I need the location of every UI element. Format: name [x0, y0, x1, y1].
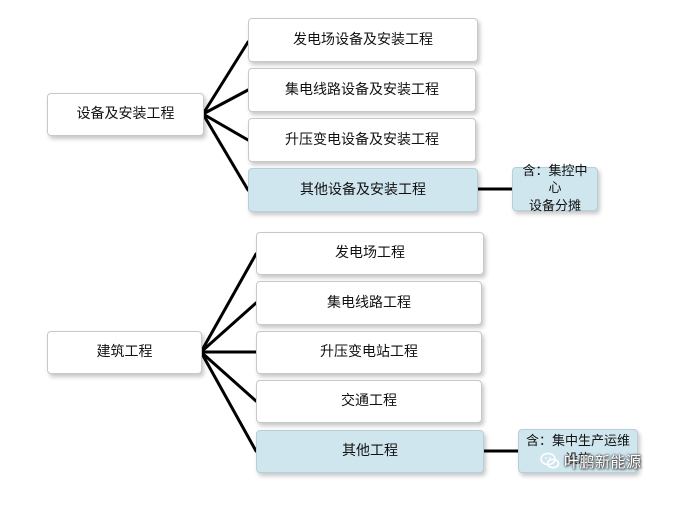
child-node-g1-1: 发电场设备及安装工程 — [248, 18, 478, 62]
note-line-2: 设施 — [564, 452, 591, 467]
connector-g1-child-4 — [201, 112, 250, 192]
child-node-label: 集电线路设备及安装工程 — [285, 81, 439, 98]
root-node-construction: 建筑工程 — [47, 331, 202, 374]
note-line-1: 含：集中生产运维 — [525, 434, 630, 450]
child-node-label: 集电线路工程 — [327, 294, 411, 311]
child-node-label: 交通工程 — [341, 393, 397, 410]
note-node-g1: 含：集控中心 设备分摊 — [512, 164, 598, 214]
root-node-label: 建筑工程 — [96, 344, 153, 361]
root-node-label: 设备及安装工程 — [76, 106, 175, 123]
note-line-2: 设备分摊 — [528, 198, 581, 214]
note-node-g2: 含：集中生产运维 设施 — [518, 429, 638, 473]
child-node-label: 发电场设备及安装工程 — [293, 31, 433, 48]
connector-g2-child-1 — [199, 252, 258, 354]
child-node-label: 发电场工程 — [335, 245, 405, 262]
child-node-g2-5-highlighted: 其他工程 — [256, 430, 484, 473]
child-node-label: 其他设备及安装工程 — [300, 181, 426, 198]
watermark-text: 叶鹏新能源 — [564, 452, 642, 471]
watermark: 叶鹏新能源 — [540, 449, 680, 473]
child-node-label: 其他工程 — [342, 443, 398, 460]
child-node-g1-3: 升压变电设备及安装工程 — [248, 118, 476, 162]
child-node-label: 升压变电站工程 — [320, 344, 418, 361]
child-node-g2-4: 交通工程 — [256, 380, 482, 423]
child-node-g1-4-highlighted: 其他设备及安装工程 — [248, 168, 478, 212]
connector-g1-child-3 — [201, 112, 250, 142]
root-node-equipment-installation: 设备及安装工程 — [47, 93, 204, 136]
connector-g2-child-5 — [199, 350, 258, 453]
child-node-g2-1: 发电场工程 — [256, 232, 484, 275]
wechat-icon — [540, 452, 560, 469]
connector-g1-child-1 — [201, 40, 250, 116]
child-node-label: 升压变电设备及安装工程 — [285, 131, 439, 148]
connector-g1-child-2 — [201, 88, 250, 116]
child-node-g2-3: 升压变电站工程 — [256, 331, 482, 374]
connector-g2-child-4 — [199, 350, 258, 403]
note-line-1: 含：集控中心 — [522, 163, 588, 197]
connector-g2-child-2 — [199, 301, 258, 354]
child-node-g2-2: 集电线路工程 — [256, 281, 482, 325]
child-node-g1-2: 集电线路设备及安装工程 — [248, 68, 476, 112]
